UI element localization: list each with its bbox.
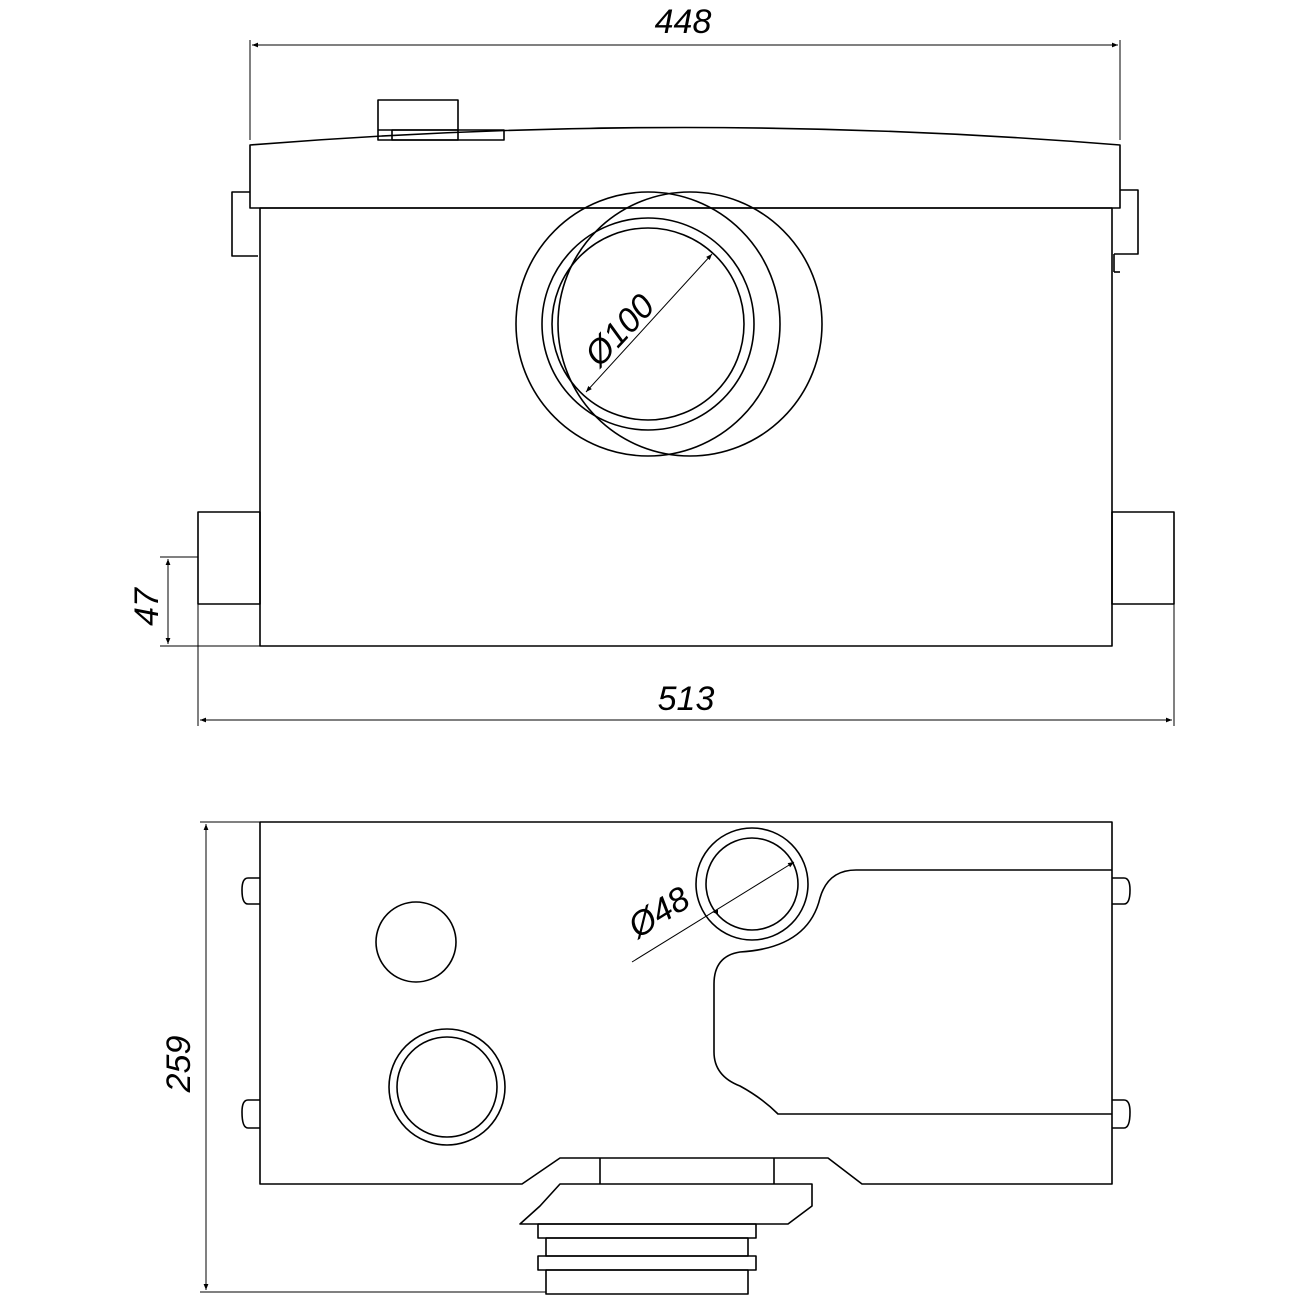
raised-panel bbox=[713, 869, 1112, 1115]
port-double bbox=[388, 1028, 506, 1146]
dimension-label-513: 513 bbox=[658, 680, 715, 718]
tank-body bbox=[259, 207, 1113, 647]
dimension-label-47: 47 bbox=[128, 587, 166, 626]
main-outlet: Ø100 bbox=[515, 191, 823, 457]
bottom-spigot bbox=[519, 1158, 813, 1295]
right-outlet-stub bbox=[1111, 511, 1175, 605]
dimension-47: 47 bbox=[128, 556, 260, 647]
left-lugs bbox=[241, 877, 260, 1129]
dimension-448: 448 bbox=[249, 3, 1121, 140]
inlet-48: Ø48 bbox=[621, 827, 809, 963]
right-lugs bbox=[1112, 877, 1131, 1129]
dimension-label-448: 448 bbox=[655, 3, 712, 41]
dimension-513: 513 bbox=[197, 604, 1175, 726]
lid bbox=[249, 126, 1121, 209]
port-plain bbox=[375, 901, 457, 983]
dimension-label-259: 259 bbox=[160, 1036, 198, 1094]
top-view: Ø48 259 bbox=[160, 821, 1131, 1295]
lid-side-tabs bbox=[231, 189, 1139, 273]
left-outlet-stub bbox=[197, 511, 261, 605]
top-view-outline bbox=[259, 821, 1113, 1185]
dimension-label-d48: Ø48 bbox=[621, 879, 697, 946]
front-view: 448 Ø100 bbox=[128, 3, 1175, 726]
dimension-label-d100: Ø100 bbox=[577, 287, 662, 375]
dimension-259: 259 bbox=[160, 821, 546, 1293]
top-vent-box bbox=[377, 99, 505, 141]
